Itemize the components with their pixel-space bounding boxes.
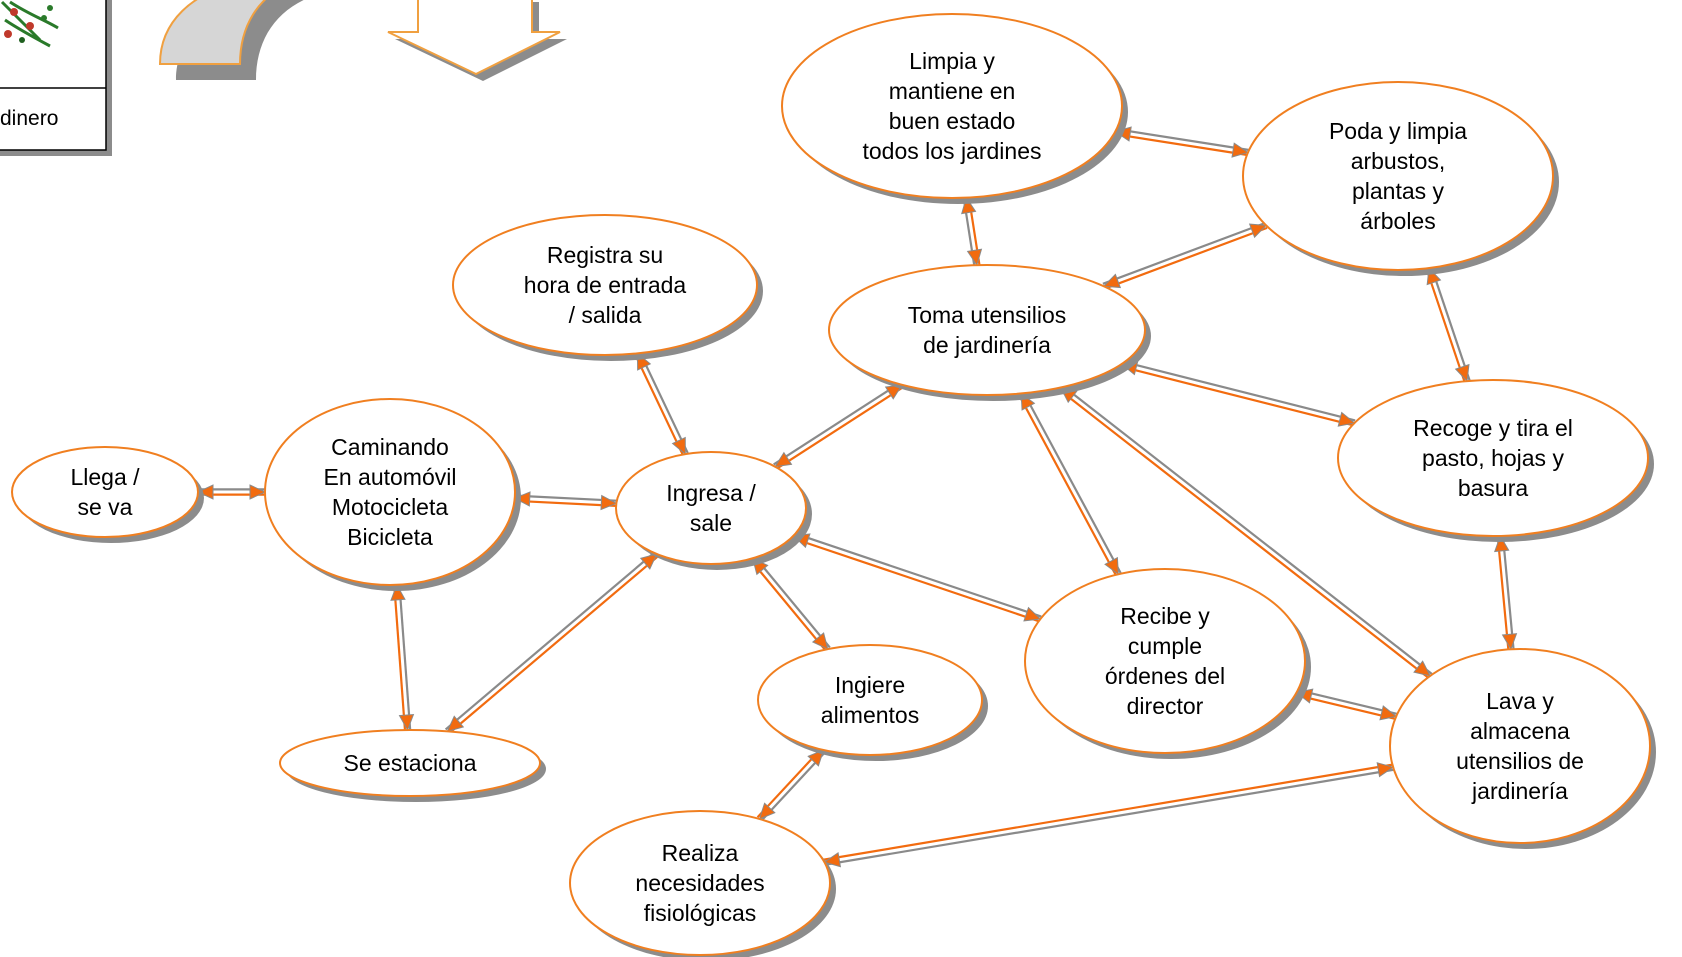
node-label: Se estaciona — [344, 750, 477, 776]
node-label: pasto, hojas y — [1422, 445, 1564, 471]
node-label: director — [1127, 693, 1204, 719]
node-label: Realiza — [662, 840, 739, 866]
arrow-recoge-lava — [1494, 534, 1518, 651]
arrow-recibe-lava — [1295, 688, 1398, 721]
node-ingiere: Ingiere alimentos — [757, 644, 988, 761]
node-label: Bicicleta — [347, 524, 433, 550]
node-label: necesidades — [635, 870, 764, 896]
arrow-caminando-estaciona — [390, 583, 415, 732]
arrow-ingresa-ingiere — [749, 555, 831, 652]
node-label: sale — [690, 510, 732, 536]
arrow-toma-recibe — [1017, 391, 1122, 577]
node-ellipse — [781, 13, 1123, 199]
node-lava: Lava y almacena utensilios de jardinería — [1389, 648, 1656, 849]
node-ellipse — [264, 398, 516, 586]
node-ellipse — [828, 264, 1146, 396]
actor-box: dinero — [0, 0, 112, 156]
node-ellipse — [615, 451, 807, 565]
node-ellipse — [757, 644, 983, 756]
node-label: fisiológicas — [644, 900, 757, 926]
arrow-registra-ingresa — [634, 351, 689, 456]
node-label: basura — [1458, 475, 1529, 501]
node-label: hora de entrada — [524, 272, 687, 298]
node-label: árboles — [1360, 208, 1435, 234]
node-ingresa: Ingresa / sale — [615, 451, 812, 570]
arrow-limpia-poda — [1114, 126, 1250, 158]
node-label: cumple — [1128, 633, 1202, 659]
node-label: Registra su — [547, 242, 663, 268]
node-label: se va — [78, 494, 133, 520]
node-realiza: Realiza necesidades fisiológicas — [569, 810, 836, 957]
node-label: jardinería — [1471, 778, 1568, 804]
arrow-ingresa-recibe — [792, 532, 1042, 623]
node-label: Ingiere — [835, 672, 905, 698]
node-label: Ingresa / — [666, 480, 756, 506]
actor-label: dinero — [0, 107, 58, 130]
arrow-ingiere-realiza — [756, 747, 827, 822]
node-ellipse — [279, 729, 541, 797]
arrow-toma-poda — [1102, 221, 1268, 290]
arrow-poda-recoge — [1425, 266, 1471, 383]
connection-arrows — [196, 126, 1518, 868]
node-poda: Poda y limpia arbustos, plantas y árboles — [1242, 81, 1559, 276]
node-label: de jardinería — [923, 332, 1051, 358]
node-label: todos los jardines — [863, 138, 1042, 164]
arrow-caminando-ingresa — [513, 491, 618, 511]
node-label: / salida — [569, 302, 642, 328]
node-label: Poda y limpia — [1329, 118, 1467, 144]
node-ellipse — [1337, 379, 1649, 537]
node-label: Lava y — [1486, 688, 1554, 714]
node-caminando: Caminando En automóvilMotocicletaBiciclet… — [264, 398, 521, 591]
node-toma: Toma utensilios de jardinería — [828, 264, 1151, 401]
node-recibe: Recibe y cumple órdenes del director — [1024, 568, 1311, 759]
arrow-toma-recoge — [1120, 360, 1356, 427]
node-ellipse — [1242, 81, 1554, 271]
node-label: Motocicleta — [332, 494, 449, 520]
node-label: mantiene en — [889, 78, 1016, 104]
node-limpia: Limpia y mantiene en buen estado todos los … — [781, 13, 1128, 204]
node-label: órdenes del — [1105, 663, 1225, 689]
node-label: utensilios de — [1456, 748, 1584, 774]
node-llega: Llega / se va — [11, 446, 204, 543]
node-label: almacena — [1470, 718, 1570, 744]
node-label: Recibe y — [1120, 603, 1210, 629]
node-label: arbustos, — [1351, 148, 1446, 174]
down-arrow-decoration — [387, 0, 567, 81]
node-label: alimentos — [821, 702, 919, 728]
process-nodes: Llega / se va Caminando En automóvilMotocic… — [11, 13, 1656, 957]
arrow-lava-realiza — [823, 762, 1395, 868]
node-ellipse — [1389, 648, 1651, 844]
plant-icon — [0, 0, 59, 48]
arrow-ingresa-toma — [773, 381, 905, 470]
node-ellipse — [1024, 568, 1306, 754]
arrow-toma-limpia — [961, 196, 983, 267]
node-ellipse — [11, 446, 199, 538]
node-label: Recoge y tira el — [1413, 415, 1573, 441]
node-registra: Registra su hora de entrada / salida — [452, 214, 763, 361]
node-ellipse — [569, 810, 831, 956]
node-label: En automóvil — [324, 464, 457, 490]
node-ellipse — [452, 214, 758, 356]
node-label: buen estado — [889, 108, 1016, 134]
node-label: Toma utensilios — [908, 302, 1067, 328]
node-label: Llega / — [70, 464, 140, 490]
arrow-estaciona-ingresa — [444, 551, 660, 735]
arrow-llega-caminando — [196, 484, 267, 500]
node-label: Caminando — [331, 434, 449, 460]
node-recoge: Recoge y tira el pasto, hojas y basura — [1337, 379, 1654, 542]
node-estaciona: Se estaciona — [279, 729, 546, 802]
node-label: plantas y — [1352, 178, 1445, 204]
curved-arrow-decoration — [158, 0, 304, 80]
node-label: Limpia y — [909, 48, 995, 74]
